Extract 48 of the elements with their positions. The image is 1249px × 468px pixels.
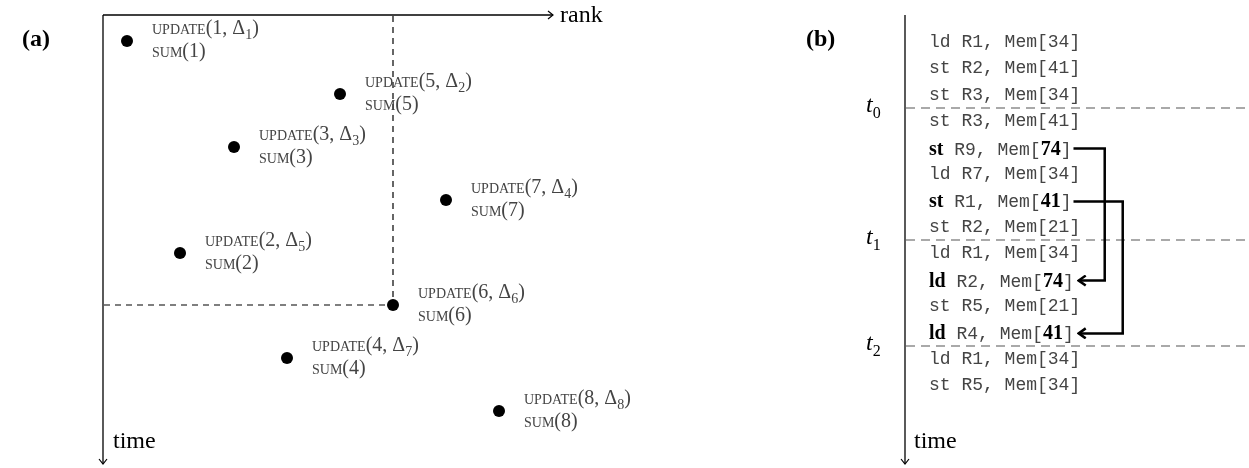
point-label: sum(8) xyxy=(524,409,578,432)
point-label: update(6, Δ$_{6}$) xyxy=(418,280,525,306)
data-point xyxy=(121,35,133,47)
instruction-line: ld R1, Mem[34] xyxy=(929,242,1081,265)
axis-label: rank xyxy=(560,2,603,26)
data-point xyxy=(281,352,293,364)
point-label: sum(1) xyxy=(152,39,206,62)
data-point xyxy=(387,299,399,311)
axis-label: time xyxy=(113,428,156,452)
data-point xyxy=(228,141,240,153)
point-label: update(5, Δ$_{2}$) xyxy=(365,69,472,95)
panel-label: (b) xyxy=(806,26,836,50)
time-marker-label: t$_{0}$ xyxy=(866,92,881,121)
instruction-line: st R2, Mem[41] xyxy=(929,57,1081,80)
instruction-line: st R9, Mem[74] xyxy=(929,136,1072,161)
point-label: update(3, Δ$_{3}$) xyxy=(259,122,366,148)
instruction-line: st R5, Mem[21] xyxy=(929,295,1081,317)
instruction-line: ld R1, Mem[34] xyxy=(929,347,1081,370)
panel-label: (a) xyxy=(22,26,50,50)
data-point xyxy=(334,88,346,100)
point-label: sum(3) xyxy=(259,145,313,168)
axis-label: time xyxy=(914,428,957,452)
data-point xyxy=(174,247,186,259)
point-label: update(2, Δ$_{5}$) xyxy=(205,228,312,254)
instruction-line: st R2, Mem[21] xyxy=(929,215,1081,238)
data-point xyxy=(440,194,452,206)
point-label: sum(7) xyxy=(471,198,525,221)
dependency-arrow xyxy=(1073,200,1124,340)
point-label: sum(2) xyxy=(205,251,259,274)
point-label: update(1, Δ$_{1}$) xyxy=(152,16,259,42)
dependency-arrow xyxy=(1073,147,1106,287)
time-marker-label: t$_{2}$ xyxy=(866,330,881,359)
instruction-line: st R5, Mem[34] xyxy=(929,374,1081,397)
point-label: update(4, Δ$_{7}$) xyxy=(312,333,419,359)
instruction-line: ld R4, Mem[41] xyxy=(929,321,1074,346)
instruction-line: ld R1, Mem[34] xyxy=(929,31,1081,53)
data-point xyxy=(493,405,505,417)
point-label: sum(6) xyxy=(418,303,472,326)
instruction-line: ld R2, Mem[74] xyxy=(929,268,1074,293)
instruction-line: st R1, Mem[41] xyxy=(929,189,1072,214)
time-marker-label: t$_{1}$ xyxy=(866,224,881,253)
point-label: update(8, Δ$_{8}$) xyxy=(524,386,631,412)
instruction-line: ld R7, Mem[34] xyxy=(929,163,1081,185)
point-label: sum(4) xyxy=(312,356,366,379)
instruction-line: st R3, Mem[41] xyxy=(929,110,1081,133)
point-label: update(7, Δ$_{4}$) xyxy=(471,175,578,201)
point-label: sum(5) xyxy=(365,92,419,115)
instruction-line: st R3, Mem[34] xyxy=(929,83,1081,106)
